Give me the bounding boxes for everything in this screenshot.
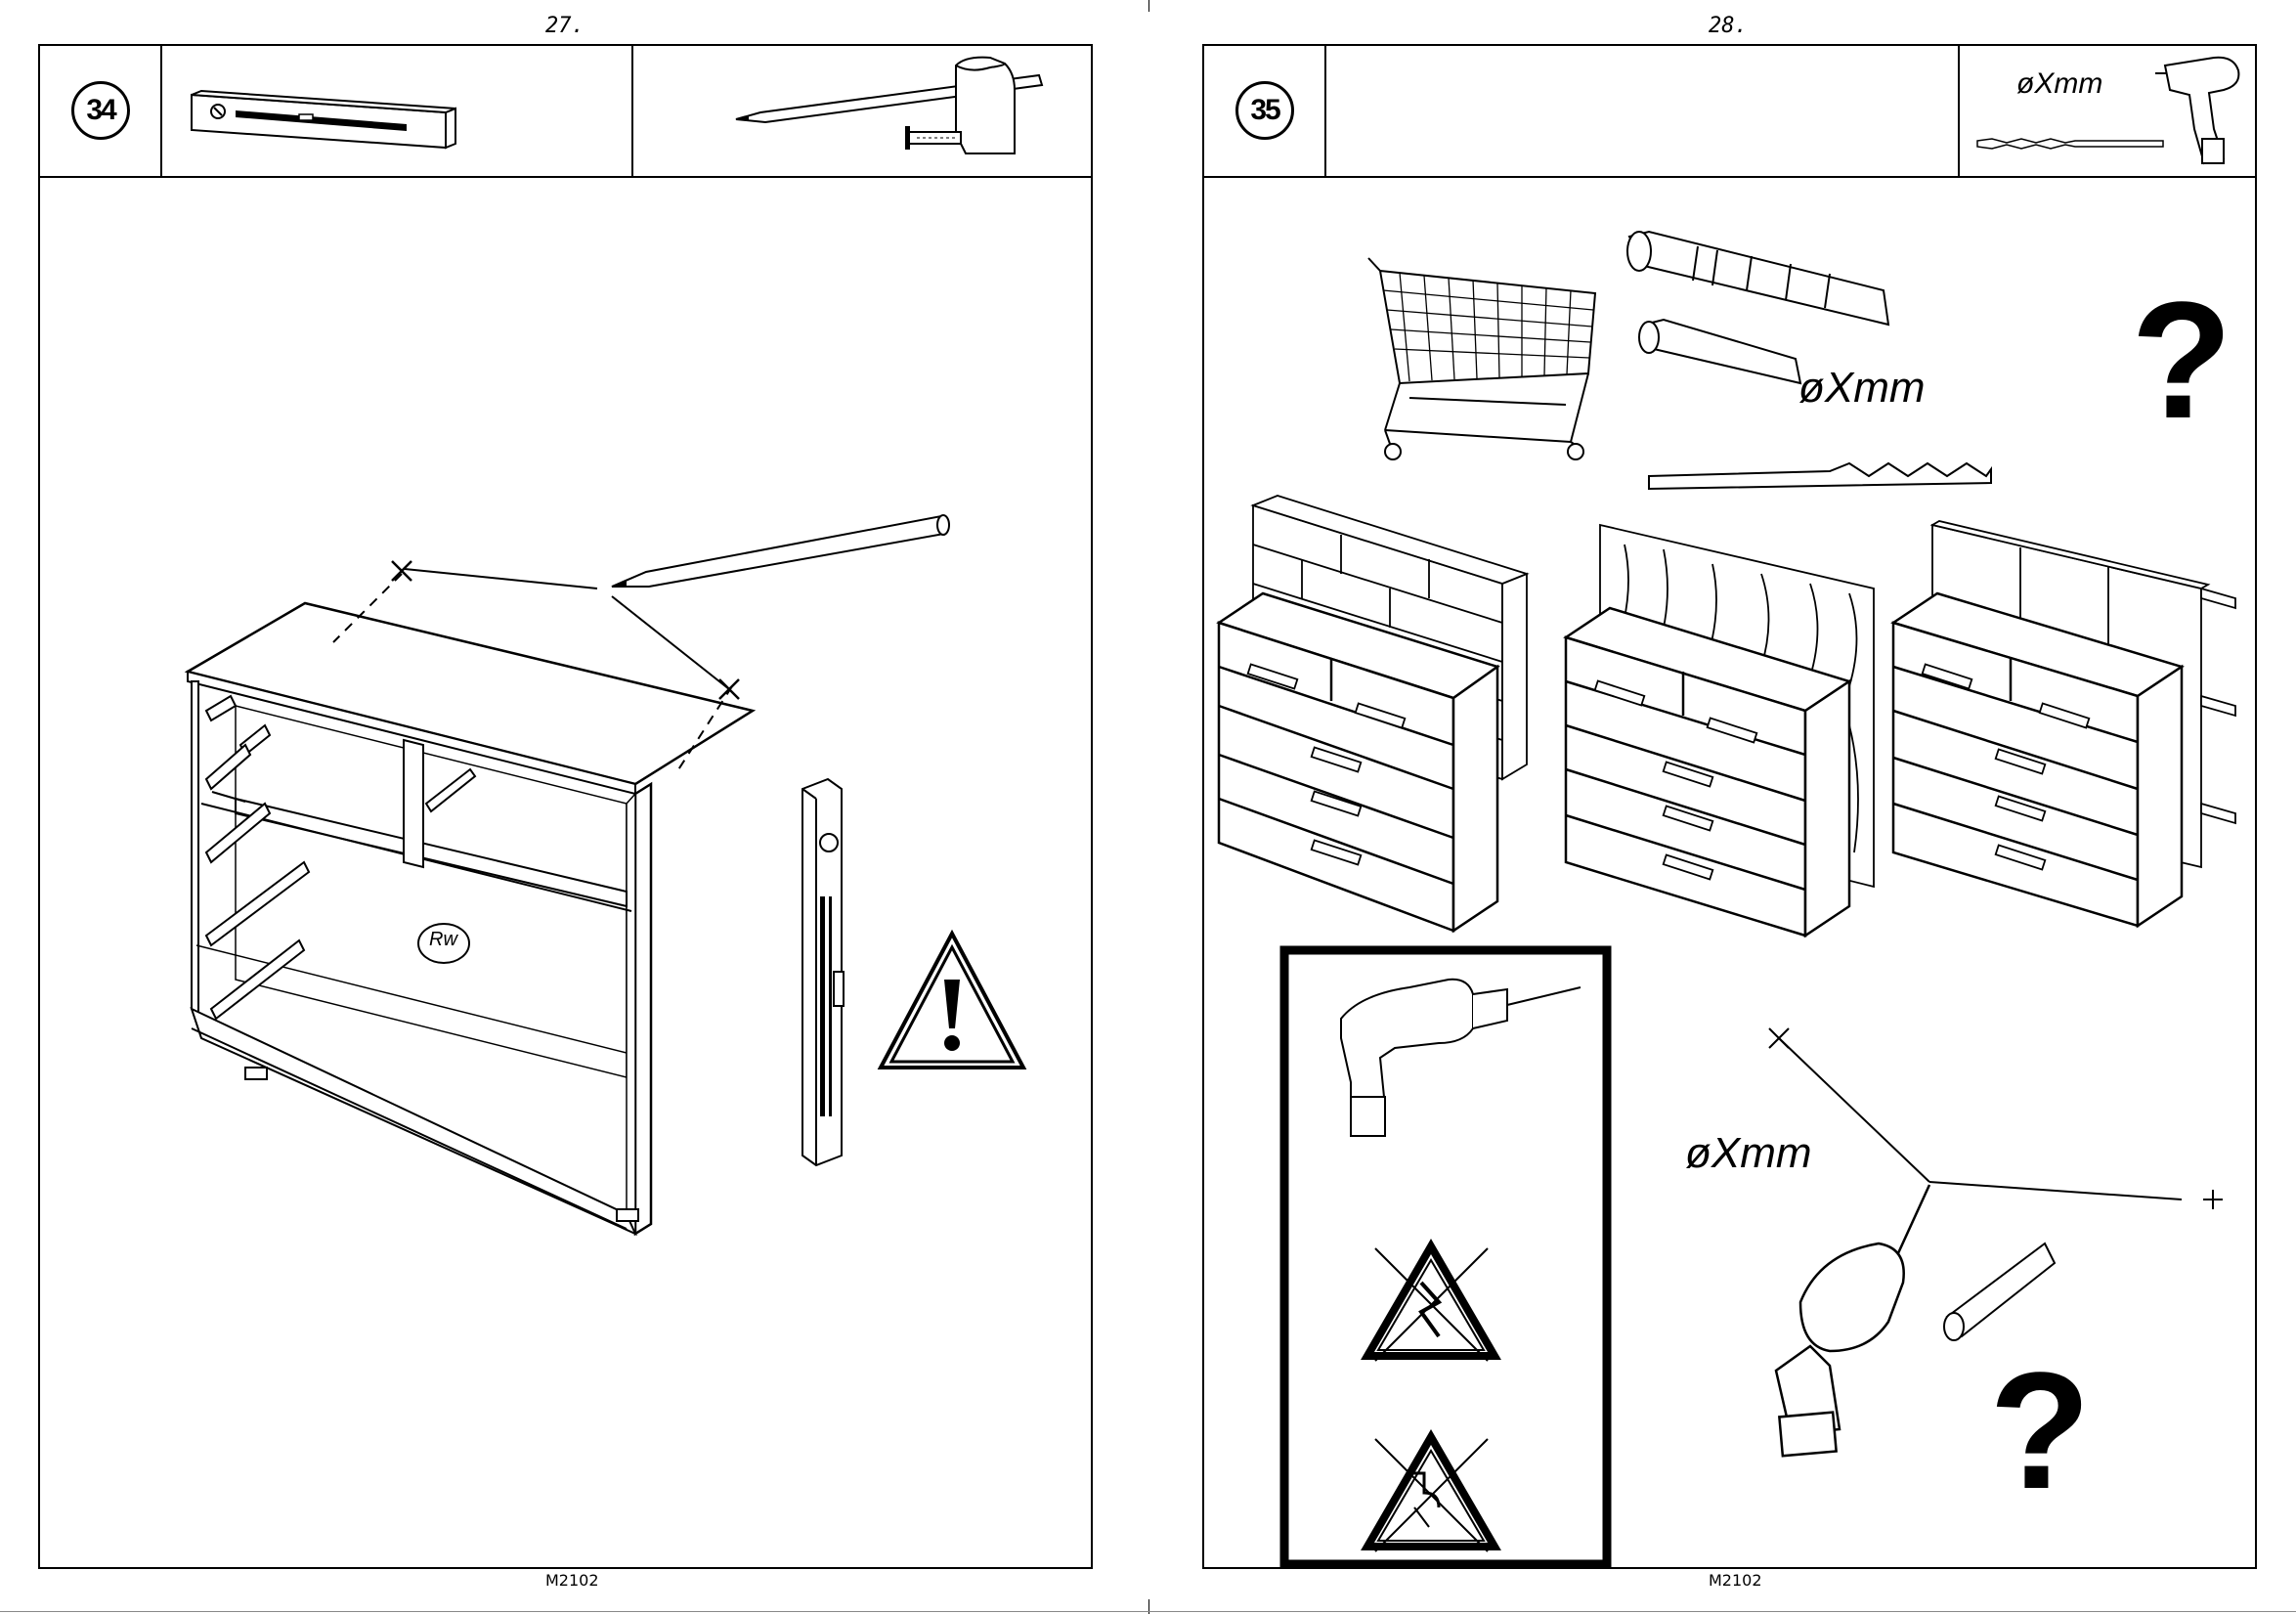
step-number-cell: 35 — [1204, 46, 1326, 176]
tool-cell-pencil-tape — [633, 46, 1093, 176]
cordless-drill-icon-large — [1776, 1185, 1929, 1456]
drill-bit-icon — [1977, 129, 2173, 158]
page-number-right: 28. — [1709, 14, 1748, 38]
footer-code-right: M2102 — [1709, 1571, 1762, 1590]
step-number-cell: 34 — [40, 46, 162, 176]
step-number: 35 — [1235, 81, 1294, 140]
cordless-drill-icon — [1341, 980, 1581, 1136]
step-35-header: 35 øXmm — [1204, 46, 2255, 178]
marker-rw: Rw — [429, 929, 457, 951]
no-water-pipe-icon — [1367, 1437, 1495, 1551]
drill-diameter-label: øXmm — [2016, 67, 2102, 101]
page-number-left: 27. — [545, 14, 585, 38]
tape-measure-icon — [897, 46, 1073, 176]
shopping-cart-icon — [1368, 258, 1595, 459]
step-35-drawing: ? — [1204, 178, 2259, 1566]
step-34-header: 34 — [40, 46, 1091, 178]
no-electric-cable-icon — [1367, 1246, 1495, 1361]
drill-diameter-label-lower: øXmm — [1685, 1129, 1812, 1178]
tool-cell-drill: øXmm — [1960, 46, 2257, 176]
tool-cell-level — [162, 46, 633, 176]
empty-header-cell — [1326, 46, 1960, 176]
footer-code-left: M2102 — [545, 1571, 599, 1590]
svg-text:?: ? — [1989, 1338, 2091, 1524]
step-35-panel: 35 øXmm — [1202, 44, 2257, 1569]
wall-plug-icon — [1944, 1243, 2055, 1340]
spirit-level-icon — [162, 46, 633, 176]
cabinet-drawing — [40, 178, 1095, 1566]
cordless-drill-icon — [2155, 46, 2253, 176]
fold-mark-top — [1148, 0, 1149, 12]
step-number: 34 — [71, 81, 130, 140]
step-34-panel: 34 — [38, 44, 1093, 1569]
plug-diameter-label: øXmm — [1798, 364, 1926, 413]
bottom-rule — [0, 1611, 2296, 1612]
svg-text:?: ? — [2131, 268, 2232, 454]
